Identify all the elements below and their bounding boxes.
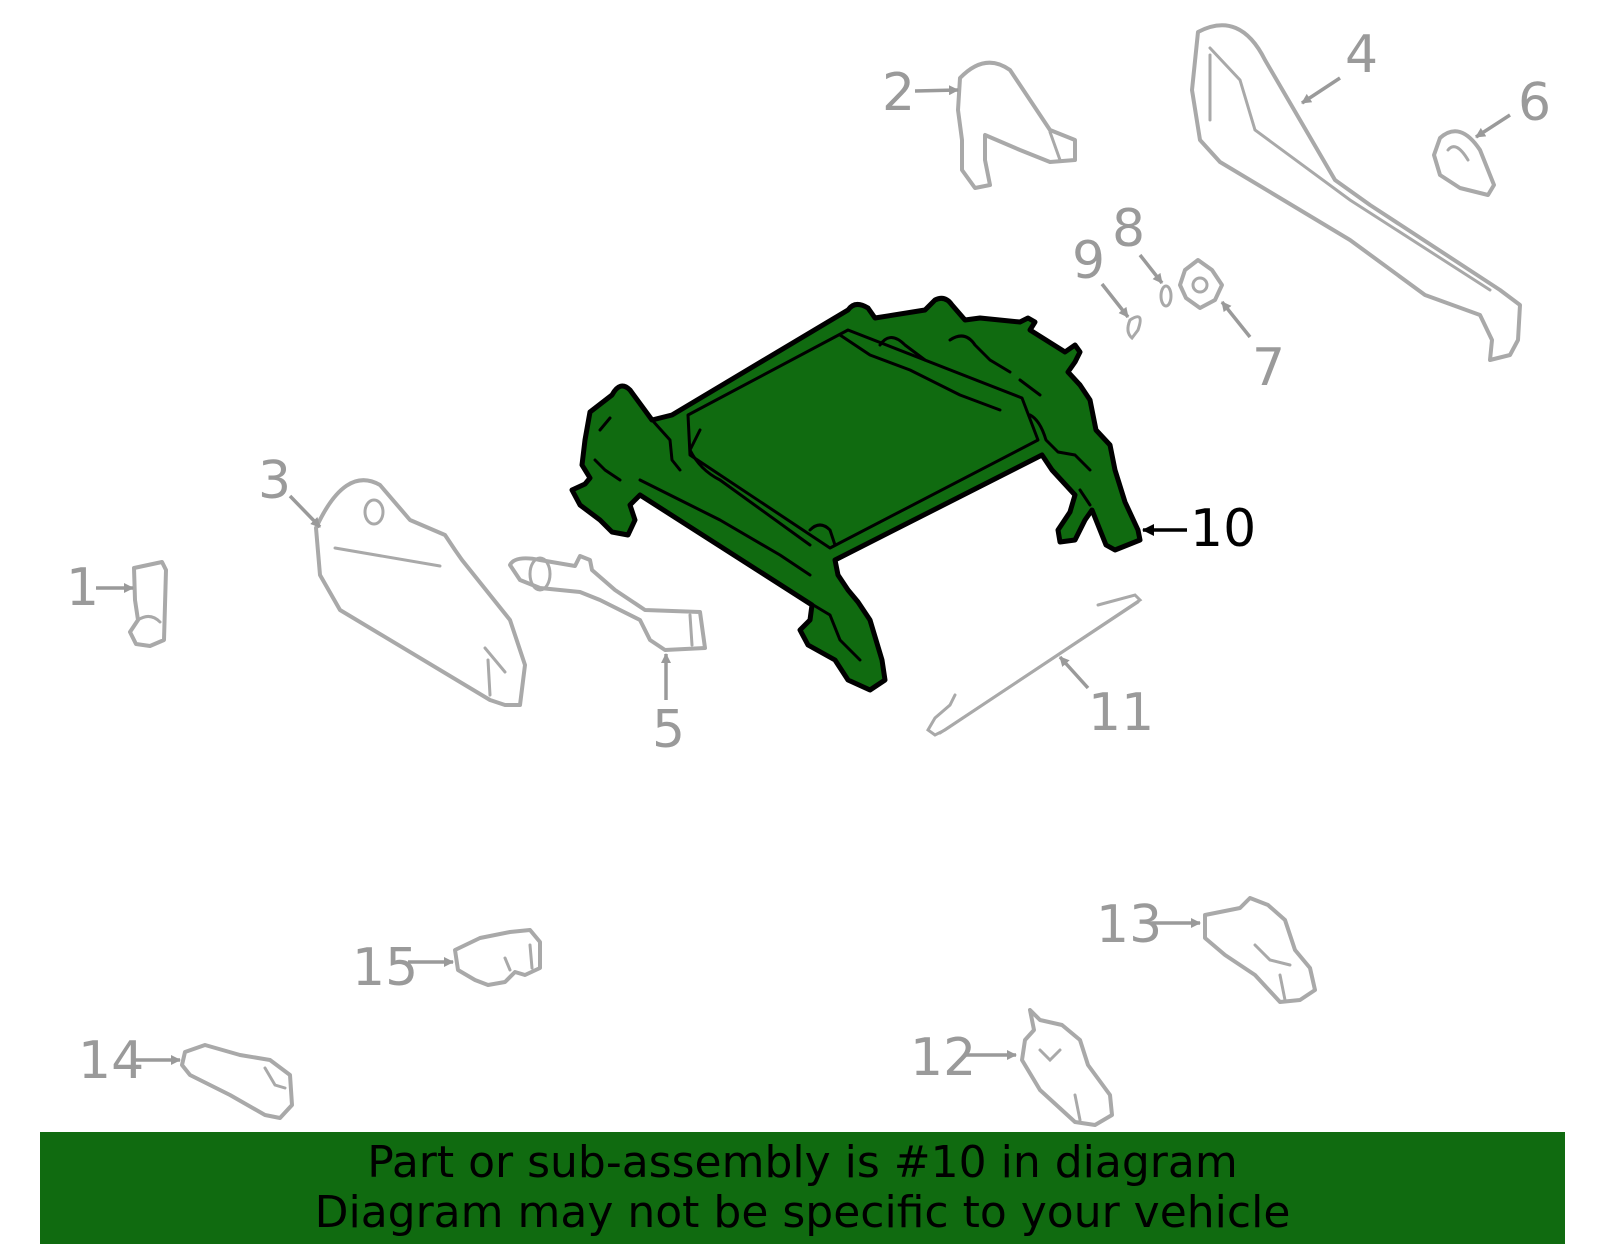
callout-11: 11 [1058,655,1154,743]
part-8[interactable] [1159,284,1173,308]
part-7[interactable] [1178,258,1224,310]
callout-4: 4 [1301,25,1378,105]
part-1[interactable] [128,560,168,648]
callout-14: 14 [78,1031,181,1091]
svg-text:8: 8 [1112,199,1145,259]
part-14[interactable] [180,1043,294,1120]
svg-text:13: 13 [1096,895,1162,955]
callout-15: 15 [352,938,454,998]
callout-5: 5 [652,653,685,760]
svg-text:11: 11 [1088,683,1154,743]
part-9[interactable] [1126,315,1142,341]
callout-8: 8 [1112,199,1164,285]
callout-9: 9 [1072,231,1130,319]
part-3[interactable] [314,478,527,707]
svg-text:2: 2 [882,63,915,123]
callout-10: 10 [1142,499,1256,559]
svg-text:5: 5 [652,700,685,760]
part-15[interactable] [453,928,542,987]
callout-3: 3 [258,451,322,529]
callout-12: 12 [910,1028,1017,1088]
callout-7: 7 [1220,300,1285,398]
callout-6: 6 [1475,73,1551,139]
banner-line-1: Part or sub-assembly is #10 in diagram [367,1137,1238,1188]
svg-text:1: 1 [66,558,99,618]
callout-2: 2 [882,63,959,123]
part-5[interactable] [508,554,707,652]
svg-text:7: 7 [1252,338,1285,398]
part-12[interactable] [1020,1008,1114,1127]
part-10-seat-frame[interactable] [569,295,1143,693]
svg-text:10: 10 [1190,499,1256,559]
svg-text:9: 9 [1072,231,1105,291]
part-11[interactable] [926,593,1143,737]
callout-13: 13 [1096,895,1201,955]
svg-text:15: 15 [352,938,418,998]
svg-text:6: 6 [1518,73,1551,133]
part-13[interactable] [1203,896,1317,1004]
svg-text:3: 3 [258,451,291,511]
banner-line-2: Diagram may not be specific to your vehi… [314,1187,1291,1238]
part-2[interactable] [956,60,1077,190]
info-banner: Part or sub-assembly is #10 in diagram D… [40,1132,1565,1244]
svg-text:4: 4 [1345,25,1378,85]
part-6[interactable] [1432,129,1496,197]
callout-1: 1 [66,558,134,618]
part-4[interactable] [1190,23,1522,362]
svg-text:12: 12 [910,1028,976,1088]
